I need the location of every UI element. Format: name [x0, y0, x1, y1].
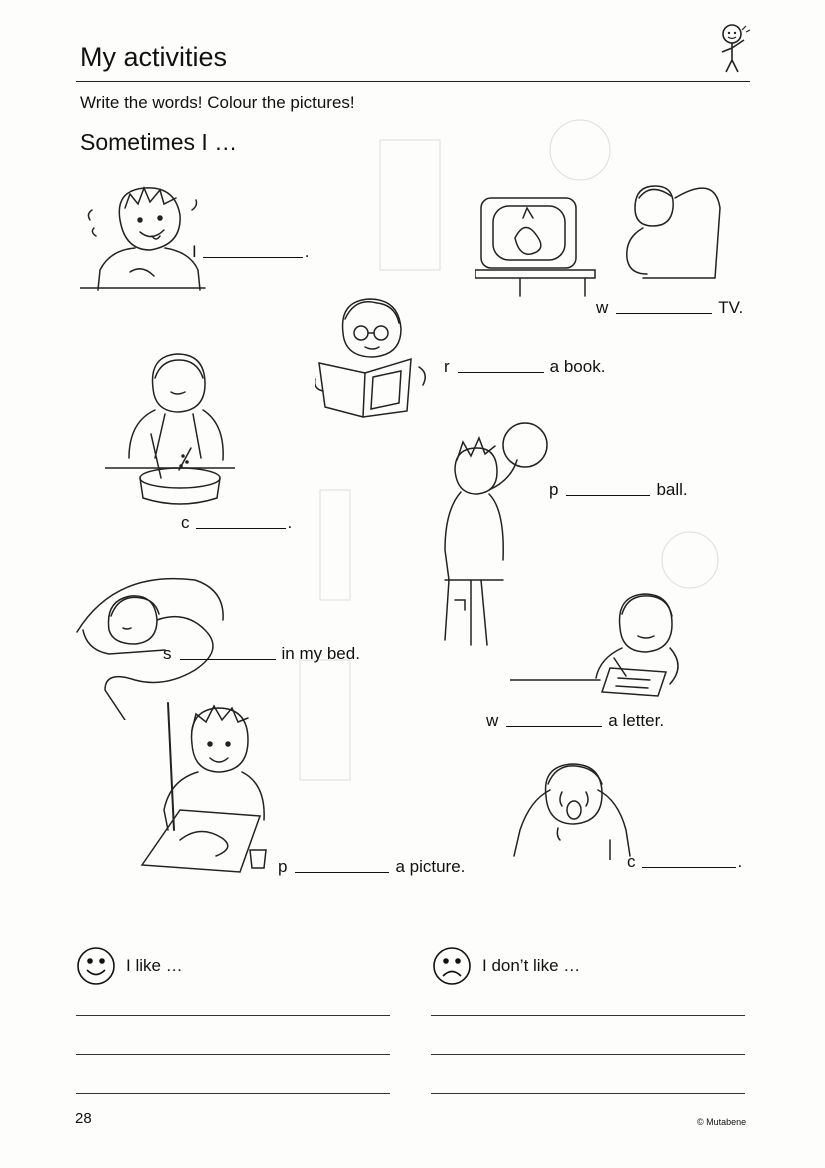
answer-blank[interactable] — [566, 494, 651, 496]
answer-blank[interactable] — [641, 866, 736, 868]
answer-blank[interactable] — [202, 256, 303, 258]
painting-child-illustration — [140, 700, 275, 875]
answer-blank[interactable] — [179, 658, 276, 660]
cooking-child-illustration — [105, 348, 235, 508]
exercise-suffix: . — [287, 513, 293, 532]
crying-child-illustration — [510, 760, 635, 860]
answer-blank[interactable] — [506, 725, 603, 727]
exercise-cry: c . — [627, 852, 742, 872]
exercise-eat: I . — [192, 242, 309, 262]
reading-child-illustration — [315, 293, 435, 418]
exercise-prefix: p — [549, 480, 559, 499]
likes-answer-line[interactable] — [76, 1054, 390, 1055]
answer-blank[interactable] — [195, 527, 286, 529]
exercise-suffix: a letter. — [608, 711, 665, 730]
exercise-prefix: r — [444, 357, 450, 376]
likes-heading: I like … — [76, 946, 183, 986]
likes-label: I like … — [126, 956, 183, 975]
copyright-notice: © Mutabene — [697, 1117, 747, 1127]
exercise-suffix: ball. — [656, 480, 688, 499]
exercise-suffix: . — [737, 852, 743, 871]
answer-blank[interactable] — [457, 371, 544, 373]
dislikes-answer-line[interactable] — [431, 1093, 745, 1094]
exercise-prefix: w — [596, 298, 609, 317]
dislikes-answer-line[interactable] — [431, 1015, 745, 1016]
answer-blank[interactable] — [295, 871, 390, 873]
writing-letter-illustration — [510, 588, 680, 698]
exercise-prefix: c — [627, 852, 636, 871]
exercise-cook: c . — [181, 513, 292, 533]
exercise-suffix: . — [304, 242, 310, 261]
page-number: 28 — [75, 1110, 92, 1127]
exercise-prefix: s — [163, 644, 172, 663]
exercise-suffix: TV. — [718, 298, 744, 317]
smiley-face-icon — [77, 947, 115, 985]
exercise-prefix: w — [486, 711, 499, 730]
instruction-text: Write the words! Colour the pictures! — [80, 93, 355, 112]
exercise-suffix: in my bed. — [281, 644, 360, 663]
exercise-watch: w TV. — [596, 298, 743, 318]
header-rule — [76, 81, 750, 82]
exercise-paint: p a picture. — [278, 857, 465, 877]
likes-answer-line[interactable] — [76, 1093, 390, 1094]
sleeping-child-illustration — [75, 570, 235, 720]
exercise-prefix: I — [192, 242, 197, 261]
sad-face-icon — [433, 947, 471, 985]
exercise-read: r a book. — [444, 357, 605, 377]
exercise-write: w a letter. — [486, 711, 664, 731]
likes-answer-line[interactable] — [76, 1015, 390, 1016]
exercise-suffix: a picture. — [395, 857, 466, 876]
playing-ball-illustration — [425, 420, 555, 650]
answer-blank[interactable] — [616, 312, 713, 314]
section-heading: Sometimes I … — [80, 129, 238, 155]
page-title: My activities — [80, 42, 228, 72]
watching-tv-illustration — [475, 178, 725, 303]
exercise-prefix: c — [181, 513, 190, 532]
exercise-suffix: a book. — [549, 357, 606, 376]
exercise-play: p ball. — [549, 480, 688, 500]
exercise-prefix: p — [278, 857, 288, 876]
dislikes-heading: I don’t like … — [432, 946, 580, 986]
dislikes-answer-line[interactable] — [431, 1054, 745, 1055]
dislikes-label: I don’t like … — [482, 956, 581, 975]
stick-figure-logo-icon — [721, 24, 751, 73]
eating-child-illustration — [80, 180, 210, 295]
exercise-sleep: s in my bed. — [163, 644, 360, 664]
